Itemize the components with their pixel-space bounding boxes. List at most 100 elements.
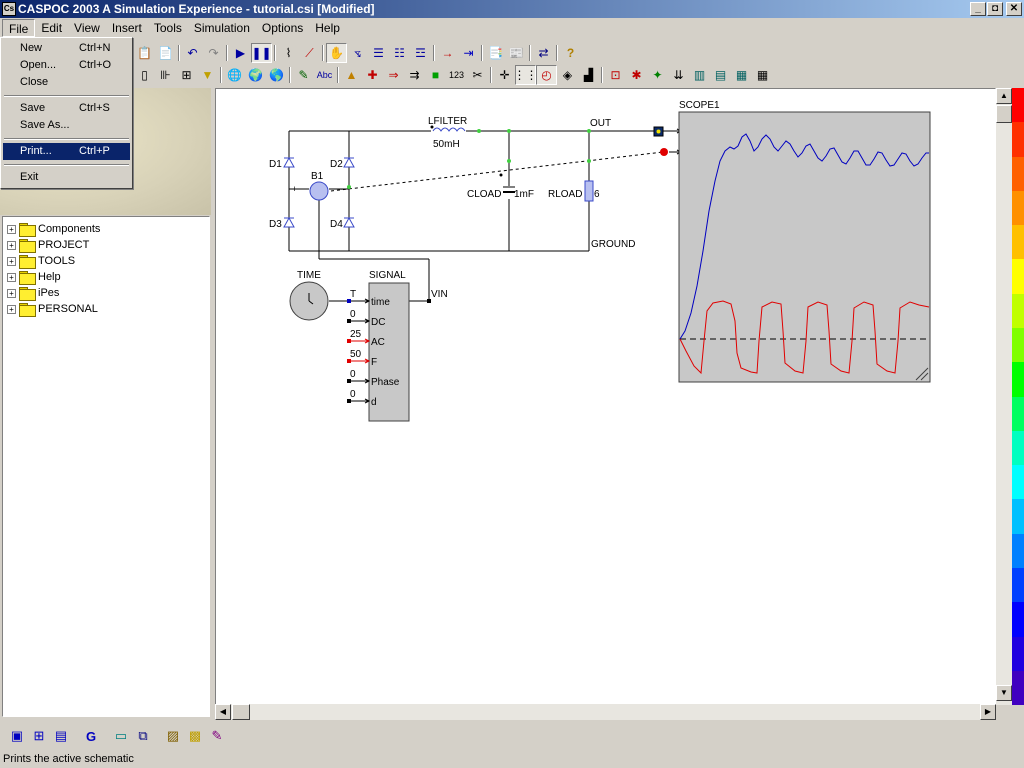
tree-icon[interactable]: ⊞ (33, 728, 45, 743)
measure-icon[interactable]: ⦪ (354, 46, 361, 60)
color-swatch[interactable] (1012, 190, 1024, 226)
undo-icon[interactable]: ↶ (187, 46, 198, 60)
scroll-up-icon[interactable]: ▲ (996, 88, 1012, 104)
color-swatch[interactable] (1012, 122, 1024, 157)
maximize-button[interactable]: ◘ (987, 2, 1003, 16)
color-swatch[interactable] (1012, 88, 1024, 123)
expand-icon[interactable]: + (7, 272, 16, 282)
chip3-icon[interactable]: ▦ (735, 68, 748, 82)
folder-image-icon[interactable]: ▩ (188, 728, 202, 743)
probe-vin-terminal[interactable] (660, 148, 668, 156)
scope-resize-grip[interactable] (915, 367, 929, 381)
color-swatch[interactable] (1012, 156, 1024, 191)
signal-block[interactable] (368, 282, 410, 422)
color-swatch[interactable] (1012, 670, 1024, 706)
color-swatch[interactable] (1012, 362, 1024, 397)
hand-icon[interactable]: ✋ (326, 43, 347, 63)
schematic-canvas[interactable]: LFILTER 50mH OUT GROUND D1 D2 D3 D4 B1 +… (215, 88, 996, 705)
flip-icon[interactable]: ⇄ (538, 46, 549, 60)
inductor-lfilter[interactable] (432, 127, 466, 132)
windows-icon[interactable]: ⧉ (138, 728, 148, 743)
import-icon[interactable]: 📰 (509, 46, 524, 60)
expand-icon[interactable]: + (7, 224, 16, 234)
menu-tools[interactable]: Tools (153, 21, 182, 35)
run-icon[interactable]: ▶ (235, 46, 246, 60)
scroll-right-icon[interactable]: ▶ (980, 704, 996, 720)
vertical-scrollbar[interactable]: ▲ ▼ (996, 88, 1012, 705)
refresh-icon[interactable]: G (85, 728, 97, 744)
minimize-button[interactable]: _ (970, 2, 986, 16)
control-icon[interactable]: ✦ (652, 68, 663, 82)
menu-file[interactable]: File (2, 19, 36, 37)
color-swatch[interactable] (1012, 602, 1024, 637)
zoom-fit-icon[interactable]: ⊡ (610, 68, 621, 82)
counter-icon[interactable]: 123 (448, 70, 465, 80)
color-swatch[interactable] (1012, 225, 1024, 260)
menu-help[interactable]: Help (315, 21, 340, 35)
menu-options[interactable]: Options (261, 21, 304, 35)
expand-icon[interactable]: + (7, 240, 16, 250)
tree-item-ipes[interactable]: +iPes (3, 285, 209, 301)
list-check-icon[interactable]: ☷ (394, 46, 405, 60)
color-swatch[interactable] (1012, 396, 1024, 431)
text-icon[interactable]: Abc (316, 70, 333, 80)
color-swatch[interactable] (1012, 327, 1024, 363)
resistor-icon[interactable]: ▯ (141, 68, 148, 82)
tree-item-tools[interactable]: +TOOLS (3, 253, 209, 269)
arrow-right-icon[interactable]: ⇒ (388, 68, 399, 82)
color-swatch[interactable] (1012, 636, 1024, 671)
capacitor-icon[interactable]: ⊪ (160, 68, 171, 82)
resistor-rload[interactable] (584, 180, 594, 202)
sort-icon[interactable]: ⇊ (673, 68, 684, 82)
expand-icon[interactable]: + (7, 304, 16, 314)
scroll-down-icon[interactable]: ▼ (996, 685, 1012, 701)
chip-icon[interactable]: ▥ (693, 68, 706, 82)
menu-item-close[interactable]: Close (3, 74, 130, 91)
menu-insert[interactable]: Insert (111, 21, 142, 35)
color-swatch[interactable] (1012, 533, 1024, 568)
menu-item-save-as[interactable]: Save As... (3, 117, 130, 134)
tree-item-project[interactable]: +PROJECT (3, 237, 209, 253)
redo-icon[interactable]: ↷ (208, 46, 219, 60)
grid-icon[interactable]: ⋮⋮ (514, 65, 538, 85)
paste-icon[interactable]: 📄 (158, 46, 173, 60)
pencil-icon[interactable]: ✎ (211, 728, 223, 743)
horizontal-scroll-thumb[interactable] (232, 704, 250, 720)
source-icon[interactable]: ■ (431, 68, 440, 82)
vertical-scroll-thumb[interactable] (996, 105, 1012, 123)
help-icon[interactable]: ? (566, 46, 575, 60)
menu-edit[interactable]: Edit (41, 21, 63, 35)
expand-icon[interactable]: + (7, 256, 16, 266)
cross-icon[interactable]: ✚ (367, 68, 378, 82)
component-lib-icon[interactable]: ▣ (10, 728, 24, 743)
expand-icon[interactable]: + (7, 288, 16, 298)
color-swatch[interactable] (1012, 259, 1024, 294)
palette-icon[interactable]: ▟ (583, 68, 594, 82)
copy-icon[interactable]: 📋 (137, 46, 152, 60)
window-icon[interactable]: ▭ (114, 728, 128, 743)
table-icon[interactable]: ▦ (756, 68, 769, 82)
close-button[interactable]: ✕ (1006, 2, 1022, 16)
fill-icon[interactable]: ◈ (562, 68, 573, 82)
library-tree[interactable]: +Components +PROJECT +TOOLS +Help +iPes … (2, 216, 210, 717)
color-swatch[interactable] (1012, 430, 1024, 466)
tree-item-components[interactable]: +Components (3, 221, 209, 237)
diode-icon[interactable]: ▼ (201, 68, 214, 82)
scope-display[interactable] (678, 111, 931, 383)
pause-icon[interactable]: ❚❚ (251, 43, 272, 63)
image-icon[interactable]: ▨ (166, 728, 180, 743)
menu-simulation[interactable]: Simulation (193, 21, 250, 35)
chip-icon[interactable]: ▤ (54, 728, 68, 743)
color-swatch[interactable] (1012, 567, 1024, 603)
capacitor-arrow-icon[interactable]: ⇥ (463, 46, 474, 60)
world-icon[interactable]: 🌎 (269, 68, 284, 82)
tree-item-personal[interactable]: +PERSONAL (3, 301, 209, 317)
inductor-icon[interactable]: ⊞ (181, 68, 192, 82)
menu-item-print[interactable]: Print...Ctrl+P (3, 143, 130, 160)
list-icon[interactable]: ☰ (373, 46, 384, 60)
component-icon[interactable]: ✱ (631, 68, 642, 82)
color-swatch[interactable] (1012, 465, 1024, 500)
wire-icon[interactable]: ⌇ (285, 46, 292, 60)
